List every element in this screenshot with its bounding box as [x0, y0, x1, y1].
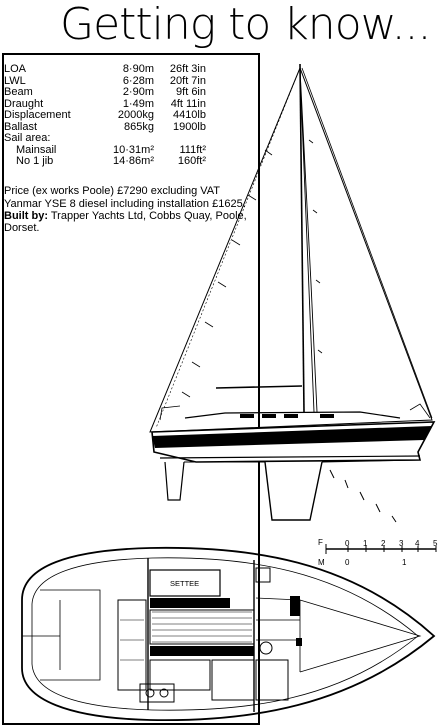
- spec-label: No 1 jib: [16, 155, 54, 167]
- spec-row: Displacement 2000kg 4410lb: [4, 109, 209, 122]
- plan-labels: SETTEE: [170, 579, 199, 588]
- galley-stove: [139, 683, 175, 703]
- spec-imperial: 9ft 6in: [176, 86, 206, 98]
- scale-tick: 5: [433, 539, 438, 548]
- spec-label: Mainsail: [16, 143, 57, 156]
- spec-row: Mainsail 10·31m² 111ft²: [4, 143, 209, 157]
- cockpit: [22, 589, 101, 681]
- jib-sail: [149, 66, 433, 433]
- sail-profile-drawing: [149, 63, 436, 523]
- scale-labels: F M 0 1 2 3 4 5 0 1: [318, 538, 438, 567]
- scale-tick: 2: [381, 539, 386, 548]
- spec-row: LOA 8·90m 26ft 3in: [4, 63, 209, 76]
- spec-imperial: 160ft²: [177, 155, 206, 167]
- spec-imperial: 20ft 7in: [169, 74, 206, 87]
- sail-area-heading: Sail area:: [4, 132, 51, 144]
- spec-metric: 8·90m: [122, 63, 154, 75]
- description-text: Price (ex works Poole) £7290 excluding V…: [4, 185, 254, 235]
- mast: [299, 63, 305, 413]
- spec-metric: 10·31m²: [113, 143, 154, 156]
- spec-label: Ballast: [4, 120, 38, 133]
- spec-metric: 1·49m: [122, 97, 154, 110]
- spec-row: LWL 6·28m 20ft 7in: [4, 74, 209, 88]
- spec-imperial: 26ft 3in: [169, 63, 206, 75]
- spec-row: Ballast 865kg 1900lb: [4, 120, 209, 134]
- sail-seams: [181, 149, 273, 398]
- sail-area-heading-row: Sail area:: [4, 132, 209, 145]
- deck-line: [31, 557, 419, 711]
- forestay: [301, 67, 433, 419]
- boom: [215, 385, 303, 389]
- keel: [264, 461, 323, 521]
- scale-bar: [325, 544, 437, 554]
- hull-plan-outline: [21, 546, 436, 722]
- leech-dashes: [308, 139, 323, 354]
- coachroof: [184, 411, 401, 419]
- accommodation-plan: [21, 546, 436, 722]
- spec-metric: 14·86m²: [113, 155, 154, 167]
- scale-tick: 0: [345, 539, 350, 548]
- scale-tick: 1: [363, 539, 368, 548]
- spec-table: LOA 8·90m 26ft 3in LWL 6·28m 20ft 7in Beam 2·…: [4, 63, 209, 168]
- built-by-label: Built by:: [4, 210, 48, 222]
- scale-tick: 0: [345, 558, 350, 567]
- spec-imperial: 4410lb: [172, 109, 206, 121]
- rudder: [164, 461, 185, 501]
- guard-rails: [159, 403, 431, 421]
- spec-metric: 865kg: [124, 120, 154, 133]
- saloon-table: [149, 609, 255, 645]
- spec-metric: 2·90m: [122, 86, 154, 98]
- scale-metres-label: M: [318, 558, 325, 567]
- engine-text: Yanmar YSE 8 diesel including installati…: [4, 197, 246, 210]
- builder-text: Built by: Trapper Yachts Ltd, Cobbs Quay…: [4, 210, 254, 234]
- scale-feet-label: F: [318, 538, 323, 547]
- spec-imperial: 4ft 11in: [170, 97, 206, 110]
- waterline: [159, 455, 421, 459]
- spec-label: LWL: [4, 74, 26, 87]
- scale-tick: 1: [402, 558, 407, 567]
- page-title: Getting to know...: [60, 0, 432, 50]
- underwater-outline: [184, 459, 421, 463]
- spec-imperial: 1900lb: [172, 120, 206, 133]
- backstay: [155, 67, 301, 429]
- mainsail: [299, 69, 318, 413]
- sheer-stripe: [152, 426, 432, 448]
- built-by-value: Trapper Yachts Ltd, Cobbs Quay, Poole, D…: [4, 210, 247, 234]
- toilet: [259, 641, 273, 655]
- spec-label: Beam: [4, 86, 33, 98]
- spec-imperial: 111ft²: [179, 143, 207, 156]
- spec-label: LOA: [4, 63, 27, 75]
- scale-tick: 3: [399, 539, 404, 548]
- spec-metric: 2000kg: [117, 109, 154, 121]
- spec-label: Draught: [4, 97, 44, 110]
- scale-tick: 4: [415, 539, 420, 548]
- spec-row: Draught 1·49m 4ft 11in: [4, 97, 209, 111]
- spec-label: Displacement: [4, 109, 71, 121]
- settee: [149, 569, 221, 597]
- spec-row: No 1 jib 14·86m² 160ft²: [4, 155, 209, 168]
- settee-label: SETTEE: [170, 579, 199, 588]
- spec-box-border: [2, 53, 260, 725]
- price-text: Price (ex works Poole) £7290 excluding V…: [4, 185, 221, 197]
- spec-metric: 6·28m: [122, 74, 154, 87]
- bottom-dashes: [329, 469, 397, 523]
- cabin-windows: [240, 414, 334, 418]
- spec-row: Beam 2·90m 9ft 6in: [4, 86, 209, 99]
